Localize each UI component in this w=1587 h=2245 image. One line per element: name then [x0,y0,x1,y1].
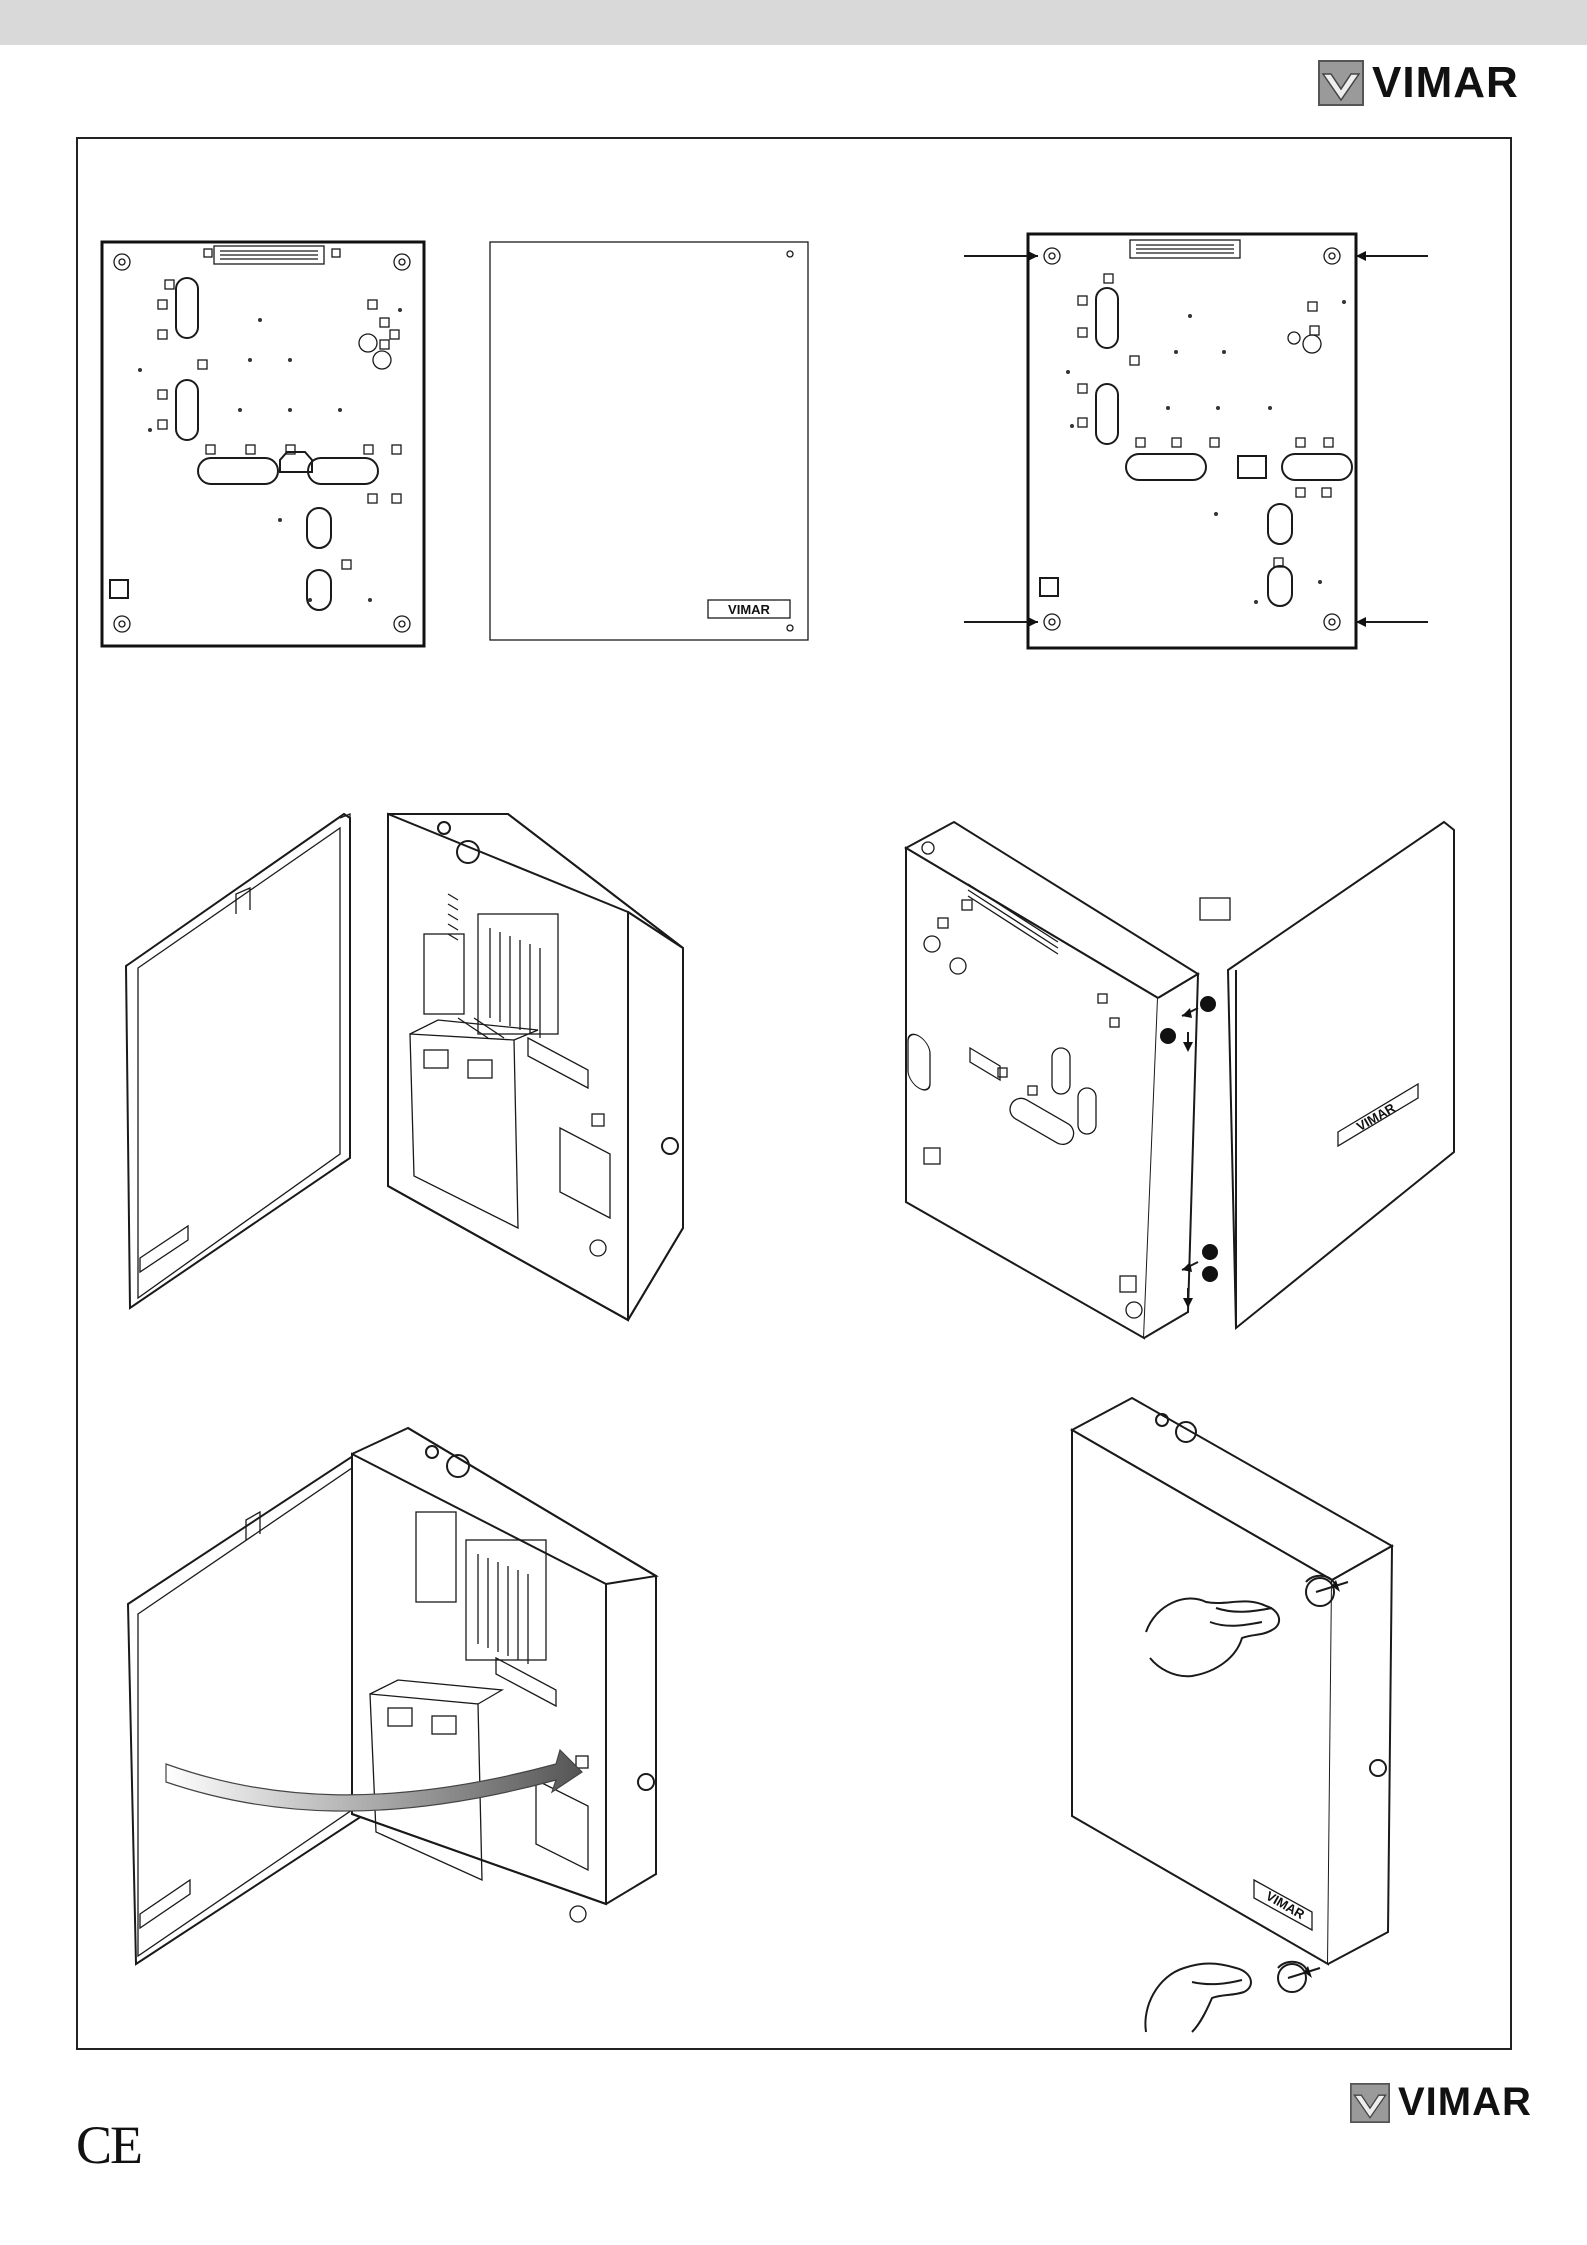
figure-front-cover: VIMAR [488,240,810,642]
vimar-check-mark-icon [1350,2083,1390,2123]
figure-closed-box-screws: VIMAR [1066,1396,1402,2036]
figure-back-panel-b [960,232,1432,652]
vimar-logo-bottom: VIMAR [1350,2080,1532,2125]
hand-icon-bottom [1145,1964,1251,2033]
figure-back-panel-a [100,240,428,650]
vimar-wordmark: VIMAR [1372,58,1519,108]
ce-certification-mark: CE [76,2114,141,2176]
figure-hinge-mount: VIMAR [898,818,1458,1346]
figure-open-box-a [118,808,690,1320]
figure-open-box-b [126,1424,666,1970]
cover-brand-label: VIMAR [728,602,771,617]
screw-icon-bottom [1278,1962,1320,1992]
vimar-logo-top: VIMAR [1318,58,1519,108]
arrow-icon [964,251,1428,627]
header-band [0,0,1587,45]
vimar-wordmark-bottom: VIMAR [1398,2080,1532,2125]
vimar-check-mark-icon [1318,60,1364,106]
